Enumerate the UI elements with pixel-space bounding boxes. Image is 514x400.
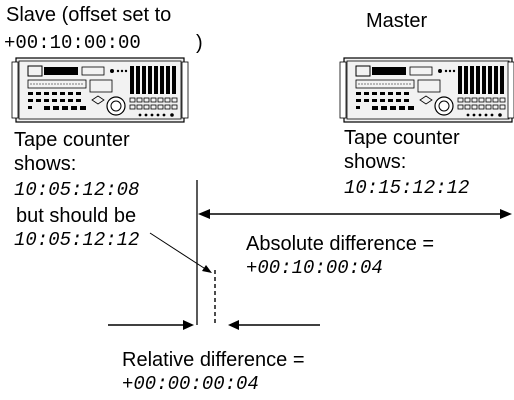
master-counter-value: 10:15:12:12 xyxy=(344,177,470,199)
relative-difference-value: +00:00:00:04 xyxy=(122,373,259,395)
slave-should-be-label: but should be xyxy=(16,205,137,227)
master-counter-label-line1: Tape counter xyxy=(344,127,460,149)
slave-device-icon xyxy=(11,57,189,123)
slave-counter-value: 10:05:12:08 xyxy=(14,179,140,201)
slave-offset-close-paren: ) xyxy=(196,32,203,54)
relative-difference-arrows xyxy=(108,320,320,330)
slave-title: Slave (offset set to xyxy=(6,4,172,26)
absolute-difference-label: Absolute difference = xyxy=(246,233,435,255)
slave-offset-value: +00:10:00:00 xyxy=(4,32,141,54)
absolute-difference-arrow xyxy=(198,209,512,219)
master-device-icon xyxy=(339,57,514,123)
slave-counter-label-line2: shows: xyxy=(14,153,77,175)
relative-difference-label: Relative difference = xyxy=(122,349,305,371)
master-title: Master xyxy=(366,10,428,32)
master-counter-label-line2: shows: xyxy=(344,151,407,173)
correct-position-pointer xyxy=(149,232,212,273)
slave-should-be-value: 10:05:12:12 xyxy=(14,229,140,251)
absolute-difference-value: +00:10:00:04 xyxy=(246,257,383,279)
slave-counter-label-line1: Tape counter xyxy=(14,129,130,151)
